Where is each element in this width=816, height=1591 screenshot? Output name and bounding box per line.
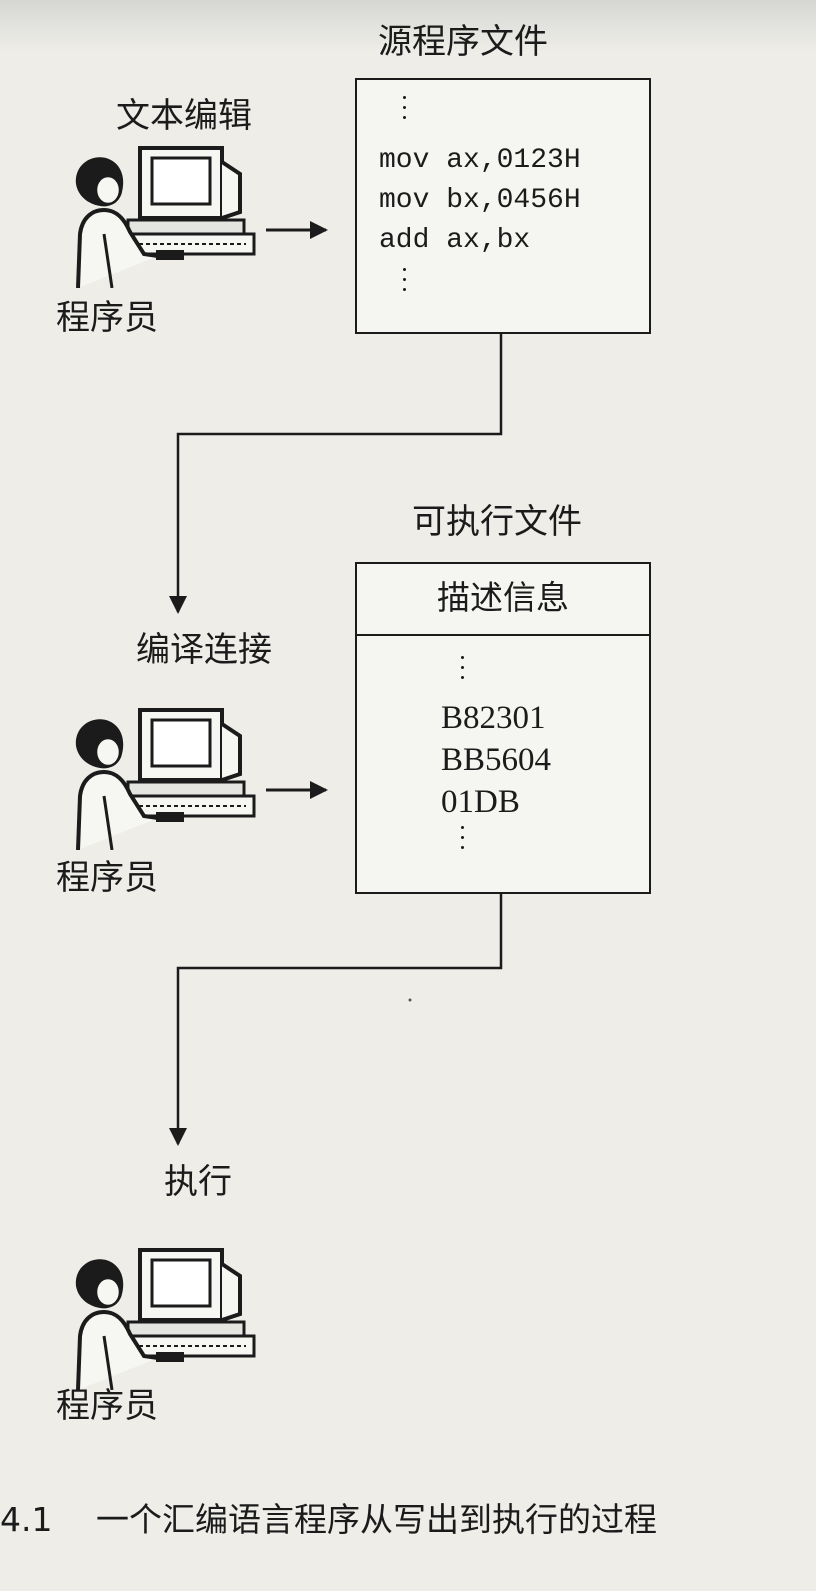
- ellipsis-top: [461, 656, 467, 686]
- text-edit-label: 文本编辑: [116, 96, 252, 136]
- machine-code-line: B82301: [441, 700, 546, 736]
- machine-code-line: BB5604: [441, 742, 552, 778]
- connector-source-to-compile: [169, 333, 503, 614]
- programmer-computer-icon: [64, 1240, 260, 1394]
- compile-link-label: 编译连接: [136, 630, 272, 670]
- executable-file-title: 可执行文件: [412, 502, 582, 542]
- programmer-label: 程序员: [56, 298, 158, 338]
- connector-executable-to-execute: [169, 893, 503, 1146]
- programmer-computer-icon: [64, 700, 260, 854]
- programmer-label: 程序员: [56, 858, 158, 898]
- source-line: add ax,bx: [379, 225, 531, 256]
- source-file-box: mov ax,0123H mov bx,0456H add ax,bx: [355, 78, 651, 334]
- figure-number: 4.1: [0, 1500, 53, 1539]
- programmer-label: 程序员: [56, 1386, 158, 1426]
- ellipsis-bottom: [403, 268, 409, 298]
- machine-code-line: 01DB: [441, 784, 520, 820]
- header-divider: [357, 634, 649, 636]
- programmer-computer-icon: [64, 138, 260, 292]
- ellipsis-bottom: [461, 826, 467, 856]
- figure-caption: 4.1 一个汇编语言程序从写出到执行的过程: [0, 1500, 657, 1540]
- page-top-shadow: [0, 0, 816, 52]
- ellipsis-top: [403, 96, 409, 126]
- description-info-header: 描述信息: [437, 578, 569, 617]
- executable-file-box: 描述信息 B82301 BB5604 01DB: [355, 562, 651, 894]
- source-line: mov bx,0456H: [379, 185, 581, 216]
- source-file-title: 源程序文件: [378, 22, 548, 62]
- execute-label: 执行: [164, 1162, 232, 1202]
- source-line: mov ax,0123H: [379, 145, 581, 176]
- figure-caption-text: 一个汇编语言程序从写出到执行的过程: [96, 1500, 657, 1539]
